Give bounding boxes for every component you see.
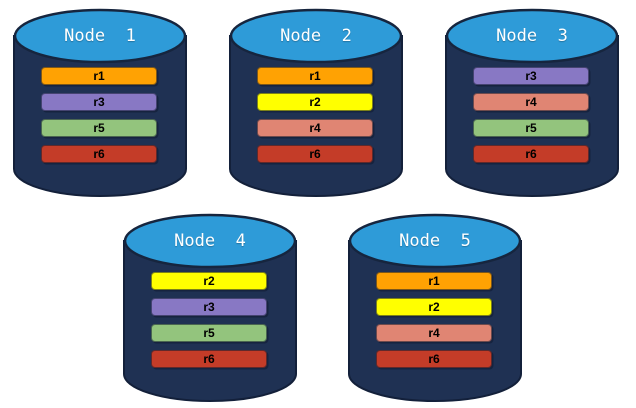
- replica-label: r3: [93, 95, 105, 109]
- node-title: Node 4: [174, 231, 246, 251]
- replica-label: r2: [428, 300, 440, 314]
- replica-bar: r4: [473, 93, 589, 111]
- replica-bar: r2: [257, 93, 373, 111]
- replica-bar: r5: [151, 324, 267, 342]
- replica-label: r6: [428, 352, 440, 366]
- replica-bar-list: r1 r2 r4 r6: [257, 67, 373, 171]
- replica-bar: r1: [376, 272, 492, 290]
- replica-label: r3: [525, 69, 537, 83]
- replica-bar: r6: [257, 145, 373, 163]
- node-cylinder-4: Node 4 r2 r3 r5 r6: [122, 213, 298, 403]
- replica-bar: r5: [41, 119, 157, 137]
- replica-bar: r3: [41, 93, 157, 111]
- replica-bar: r5: [473, 119, 589, 137]
- cylinder-lid: [445, 8, 619, 64]
- replica-bar: r1: [257, 67, 373, 85]
- replica-bar-list: r1 r3 r5 r6: [41, 67, 157, 171]
- node-title: Node 5: [399, 231, 471, 251]
- node-cylinder-3: Node 3 r3 r4 r5 r6: [444, 8, 620, 198]
- replica-bar: r6: [376, 350, 492, 368]
- replica-bar-list: r2 r3 r5 r6: [151, 272, 267, 376]
- replica-bar-list: r3 r4 r5 r6: [473, 67, 589, 171]
- replica-label: r1: [309, 69, 321, 83]
- node-cylinder-2: Node 2 r1 r2 r4 r6: [228, 8, 404, 198]
- replica-label: r5: [93, 121, 105, 135]
- replica-label: r3: [203, 300, 215, 314]
- node-cylinder-5: Node 5 r1 r2 r4 r6: [347, 213, 523, 403]
- replica-label: r5: [203, 326, 215, 340]
- replica-label: r1: [428, 274, 440, 288]
- cylinder-lid: [348, 213, 522, 269]
- replica-bar: r6: [473, 145, 589, 163]
- cylinder-lid: [123, 213, 297, 269]
- replica-label: r2: [203, 274, 215, 288]
- replica-bar: r2: [151, 272, 267, 290]
- replica-label: r6: [203, 352, 215, 366]
- replica-label: r4: [309, 121, 321, 135]
- replica-bar: r2: [376, 298, 492, 316]
- node-title: Node 2: [280, 26, 352, 46]
- node-title: Node 3: [496, 26, 568, 46]
- replica-bar: r6: [41, 145, 157, 163]
- replica-bar: r1: [41, 67, 157, 85]
- replica-label: r6: [309, 147, 321, 161]
- node-cylinder-1: Node 1 r1 r3 r5 r6: [12, 8, 188, 198]
- replica-bar: r3: [473, 67, 589, 85]
- cylinder-lid: [13, 8, 187, 64]
- replica-label: r2: [309, 95, 321, 109]
- replica-label: r6: [525, 147, 537, 161]
- replica-label: r4: [428, 326, 440, 340]
- replica-bar: r3: [151, 298, 267, 316]
- replica-label: r1: [93, 69, 105, 83]
- replica-label: r5: [525, 121, 537, 135]
- replica-bar: r4: [376, 324, 492, 342]
- cylinder-lid: [229, 8, 403, 64]
- replica-bar: r4: [257, 119, 373, 137]
- replica-bar-list: r1 r2 r4 r6: [376, 272, 492, 376]
- replica-bar: r6: [151, 350, 267, 368]
- replica-label: r4: [525, 95, 537, 109]
- node-title: Node 1: [64, 26, 136, 46]
- replica-label: r6: [93, 147, 105, 161]
